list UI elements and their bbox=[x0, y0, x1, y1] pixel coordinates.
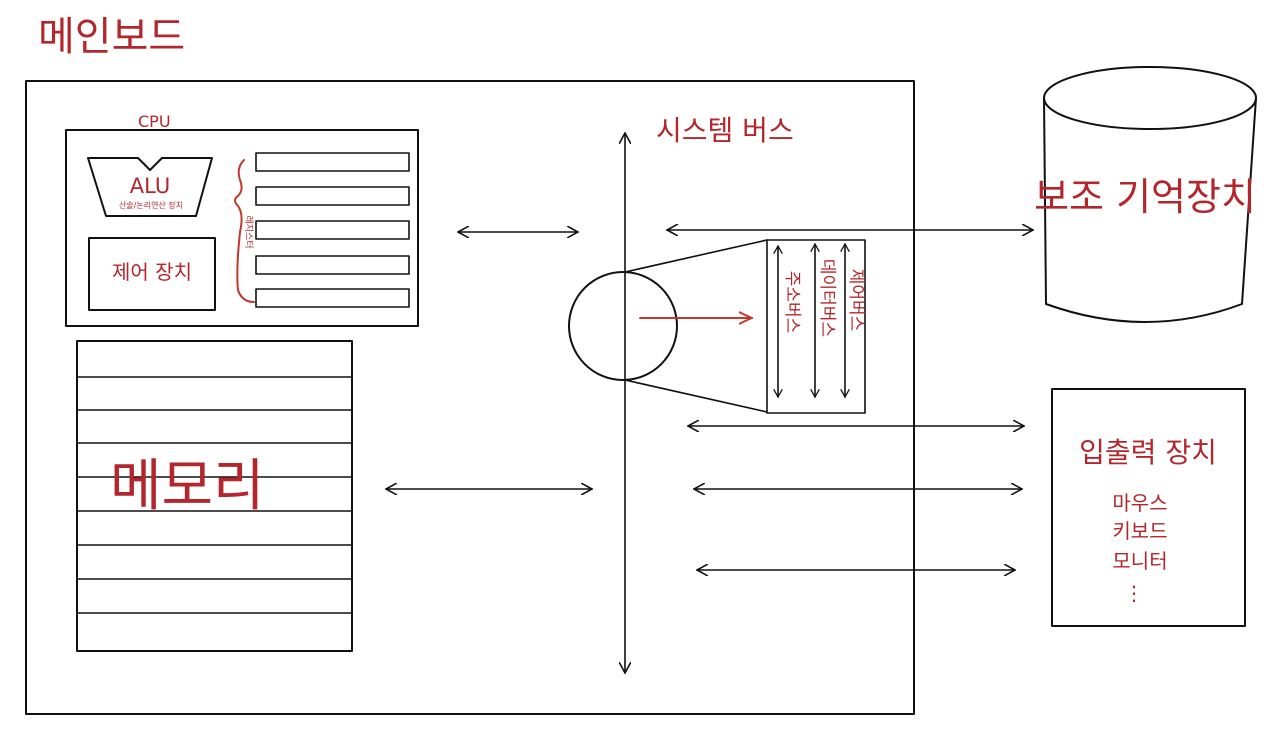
register bbox=[255, 220, 410, 240]
io-device-item: 키보드 bbox=[1112, 519, 1167, 543]
data-bus-label: 데이터버스 bbox=[817, 259, 837, 337]
register bbox=[255, 255, 410, 275]
register bbox=[255, 288, 410, 308]
cpu-label: CPU bbox=[138, 112, 171, 131]
storage-body bbox=[1043, 97, 1257, 323]
memory-box bbox=[76, 340, 353, 652]
register-brace bbox=[234, 159, 255, 303]
registers-label: 레지스터 bbox=[243, 215, 254, 248]
alu-sublabel: 산술/논리연산 장치 bbox=[119, 200, 183, 210]
control-bus: 제어버스 bbox=[845, 244, 866, 397]
registers-group bbox=[255, 152, 410, 308]
alu-shape bbox=[87, 157, 213, 217]
zoom-cone-top bbox=[624, 239, 768, 273]
address-bus-label: 주소버스 bbox=[782, 271, 802, 334]
io-devices-label: 입출력 장치 bbox=[1079, 436, 1217, 469]
address-bus: 주소버스 bbox=[778, 246, 802, 397]
register bbox=[255, 152, 410, 172]
storage-label: 보조 기억장치 bbox=[1034, 175, 1256, 219]
bus-detail-box bbox=[766, 239, 866, 414]
zoom-cone-bottom bbox=[624, 379, 768, 413]
secondary-storage: 보조 기억장치 bbox=[1034, 66, 1257, 323]
mainboard-frame bbox=[25, 80, 915, 715]
control-unit-label: 제어 장치 bbox=[112, 260, 192, 284]
bus-zoom-circle bbox=[568, 271, 678, 381]
register bbox=[255, 186, 410, 206]
io-device-item-more: ⋮ bbox=[1124, 581, 1144, 605]
memory-label: 메모리 bbox=[110, 454, 265, 519]
mainboard-title: 메인보드 bbox=[38, 14, 185, 60]
system-bus-label: 시스템 버스 bbox=[656, 114, 794, 147]
data-bus: 데이터버스 bbox=[815, 244, 837, 397]
cpu-box bbox=[65, 129, 419, 327]
control-unit-box bbox=[88, 237, 216, 311]
memory-cells bbox=[76, 376, 353, 614]
io-devices-box bbox=[1051, 388, 1246, 627]
io-device-item: 모니터 bbox=[1112, 549, 1167, 573]
io-device-item: 마우스 bbox=[1112, 491, 1167, 515]
alu-label: ALU bbox=[130, 174, 170, 198]
control-bus-label: 제어버스 bbox=[846, 269, 866, 332]
storage-top bbox=[1043, 66, 1257, 130]
